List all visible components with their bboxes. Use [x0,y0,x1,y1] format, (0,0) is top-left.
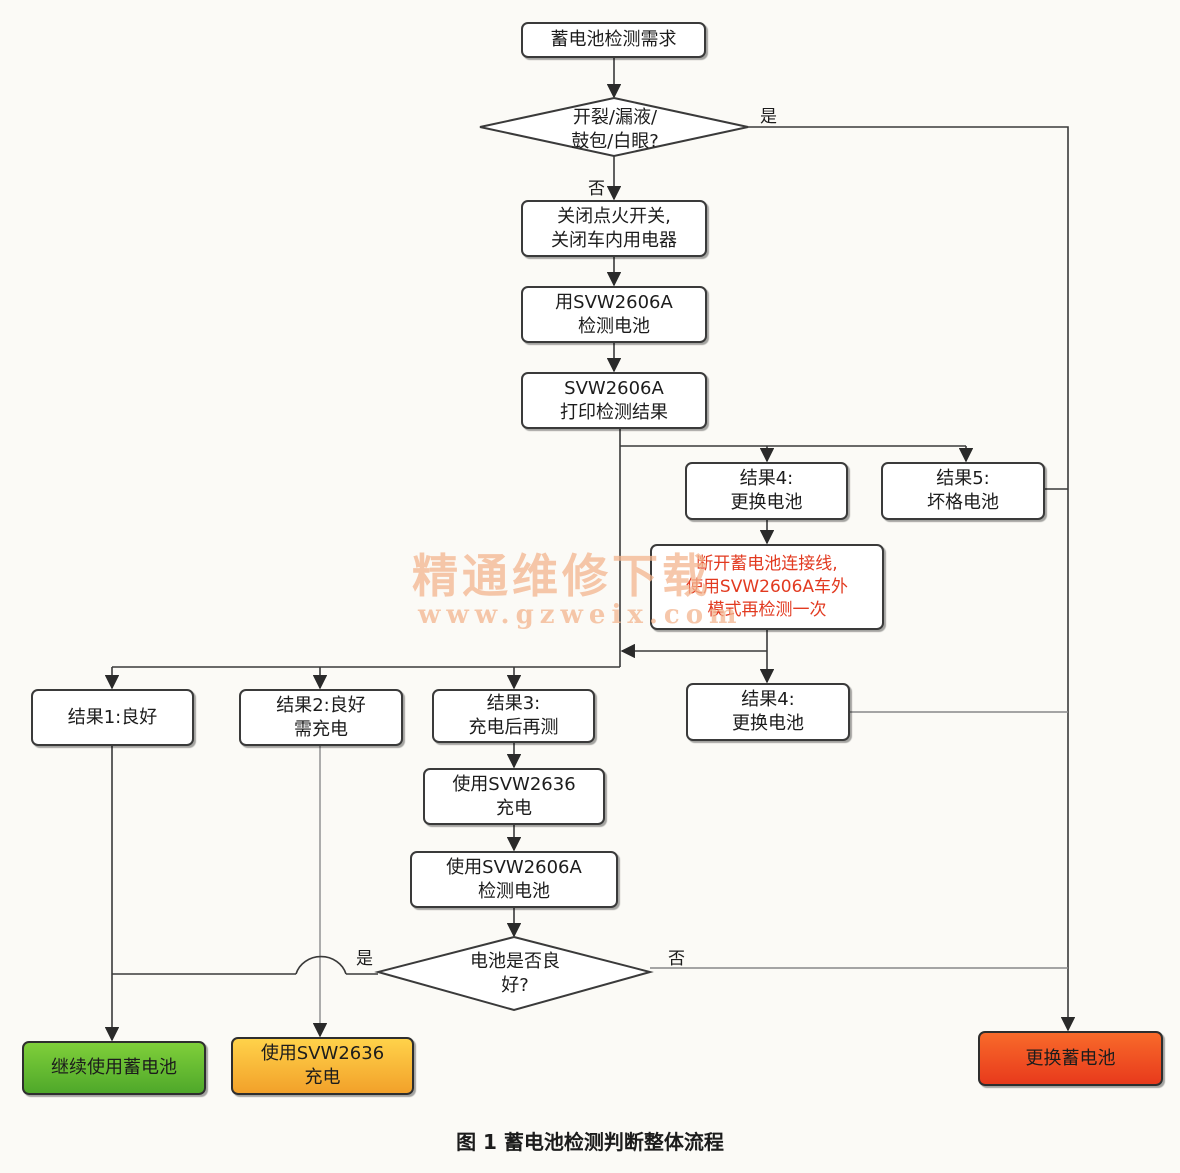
result5-box: 结果5: 坏格电池 [881,462,1045,520]
step-power-off: 关闭点火开关, 关闭车内用电器 [521,200,707,257]
result2-label: 结果2:良好 需充电 [276,694,366,740]
result4a-box: 结果4: 更换电池 [685,462,848,520]
result5-label: 结果5: 坏格电池 [927,468,999,513]
decision1-yes-label: 是 [760,107,777,127]
decision1-label: 开裂/漏液/ 鼓包/白眼? [571,107,659,152]
end-replace-label: 更换蓄电池 [1025,1047,1116,1069]
step-detect-label: 用SVW2606A 检测电池 [555,291,673,337]
result3-box: 结果3: 充电后再测 [432,689,595,743]
end-continue-label: 继续使用蓄电池 [51,1057,177,1078]
disconnect-label: 断开蓄电池连接线, 使用SVW2606A车外 模式再检测一次 [685,553,849,620]
arrow-decision1-yes-to-replace [748,126,1076,1032]
result2-box: 结果2:良好 需充电 [239,689,403,746]
decision2-label: 电池是否良 好? [470,951,560,996]
retest-box: 使用SVW2606A 检测电池 [410,851,618,908]
decision2-yes-label: 是 [356,949,373,969]
result4b-box: 结果4: 更换电池 [686,683,850,741]
end-charge-box: 使用SVW2636 充电 [231,1037,414,1095]
line-hop [295,955,347,975]
charge1-label: 使用SVW2636 充电 [452,773,576,819]
step-power-off-label: 关闭点火开关, 关闭车内用电器 [551,205,677,251]
step-detect: 用SVW2606A 检测电池 [521,286,707,343]
decision2-shape [374,935,654,1012]
result1-box: 结果1:良好 [31,689,194,746]
start-label: 蓄电池检测需求 [550,29,677,50]
end-replace-box: 更换蓄电池 [978,1031,1163,1086]
charge1-box: 使用SVW2636 充电 [423,768,605,825]
decision1-shape [479,96,749,158]
figure-caption: 图 1 蓄电池检测判断整体流程 [456,1130,724,1154]
disconnect-box: 断开蓄电池连接线, 使用SVW2606A车外 模式再检测一次 [650,544,884,630]
retest-label: 使用SVW2606A 检测电池 [446,856,582,902]
result4b-label: 结果4: 更换电池 [732,689,804,734]
result4a-label: 结果4: 更换电池 [730,468,803,513]
decision1-no-label: 否 [588,179,605,199]
step-print-label: SVW2606A 打印检测结果 [560,377,668,423]
result3-label: 结果3: 充电后再测 [468,693,559,738]
start-box: 蓄电池检测需求 [521,22,706,58]
result1-label: 结果1:良好 [67,706,158,728]
decision2-no-label: 否 [668,949,685,969]
step-print: SVW2606A 打印检测结果 [521,372,707,429]
end-charge-label: 使用SVW2636 充电 [260,1043,385,1088]
end-continue-box: 继续使用蓄电池 [22,1041,206,1095]
